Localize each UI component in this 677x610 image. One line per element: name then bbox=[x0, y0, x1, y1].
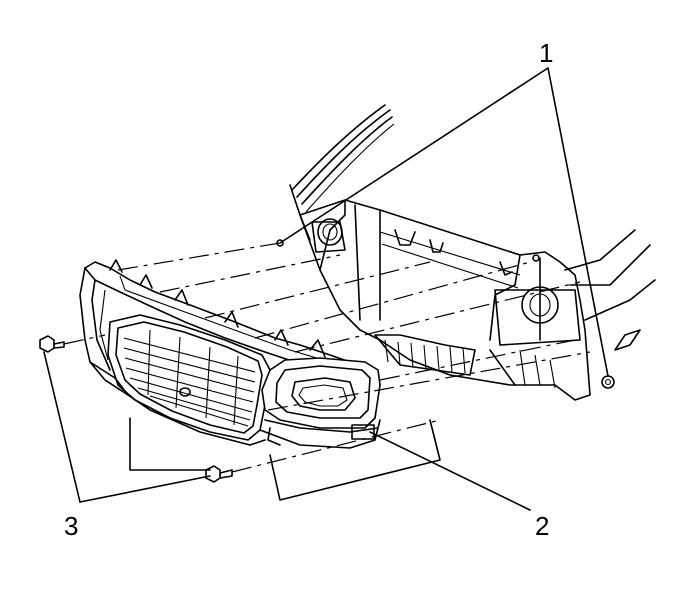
push-pin-left bbox=[39, 335, 65, 353]
callout-1-label: 1 bbox=[539, 38, 553, 68]
leader-lines bbox=[43, 67, 609, 511]
radiator-support bbox=[299, 199, 656, 401]
headlamp-bezel bbox=[261, 357, 381, 446]
push-pin-lower bbox=[205, 465, 233, 483]
grille bbox=[107, 314, 271, 441]
alignment-lines bbox=[63, 242, 591, 473]
hood-edge bbox=[289, 104, 395, 241]
bolt-top-right bbox=[532, 254, 540, 262]
callout-2-label: 2 bbox=[535, 511, 549, 541]
callout-3-label: 3 bbox=[64, 511, 78, 541]
bolt-right bbox=[601, 375, 615, 389]
fascia-lower-panel bbox=[89, 361, 381, 449]
